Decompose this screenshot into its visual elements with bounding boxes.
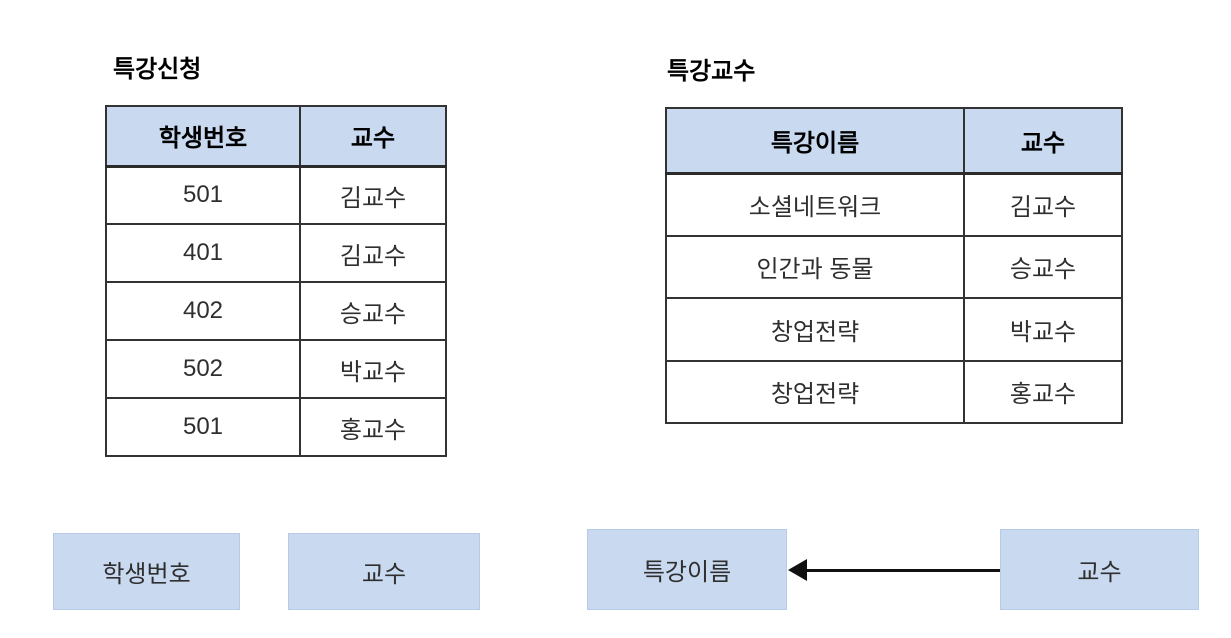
table-row: 창업전략 홍교수 xyxy=(665,359,1123,424)
arrow-shaft xyxy=(804,568,1000,572)
cell-lecture-name: 소셜네트워크 xyxy=(665,172,965,237)
attr-box-student-number: 학생번호 xyxy=(53,533,240,610)
right-table: 특강이름 교수 소셜네트워크 김교수 인간과 동물 승교수 창업전략 박교수 xyxy=(665,107,1123,424)
right-table-group: 특강교수 특강이름 교수 소셜네트워크 김교수 인간과 동물 승교수 xyxy=(665,57,1123,424)
cell-student-number: 502 xyxy=(105,339,301,399)
left-table-title: 특강신청 xyxy=(113,56,202,83)
cell-professor: 승교수 xyxy=(299,281,447,341)
right-table-header-row: 특강이름 교수 xyxy=(665,107,1123,175)
table-row: 501 홍교수 xyxy=(105,397,447,457)
cell-professor: 박교수 xyxy=(963,297,1123,362)
table-row: 502 박교수 xyxy=(105,339,447,399)
attr-box-lecture-name: 특강이름 xyxy=(587,529,787,610)
cell-professor: 홍교수 xyxy=(299,397,447,457)
right-col-header-professor: 교수 xyxy=(963,107,1123,175)
table-row: 402 승교수 xyxy=(105,281,447,341)
cell-student-number: 501 xyxy=(105,165,301,225)
dependency-arrow xyxy=(788,559,1000,581)
table-row: 창업전략 박교수 xyxy=(665,297,1123,362)
cell-lecture-name: 창업전략 xyxy=(665,297,965,362)
left-table-group: 특강신청 학생번호 교수 501 김교수 401 김교수 402 xyxy=(105,55,447,457)
cell-professor: 박교수 xyxy=(299,339,447,399)
cell-professor: 홍교수 xyxy=(963,359,1123,424)
table-row: 501 김교수 xyxy=(105,165,447,225)
table-row: 소셜네트워크 김교수 xyxy=(665,172,1123,237)
cell-professor: 김교수 xyxy=(963,172,1123,237)
cell-student-number: 501 xyxy=(105,397,301,457)
left-col-header-student-number: 학생번호 xyxy=(105,105,301,168)
cell-professor: 김교수 xyxy=(299,223,447,283)
cell-lecture-name: 창업전략 xyxy=(665,359,965,424)
cell-lecture-name: 인간과 동물 xyxy=(665,234,965,299)
left-col-header-professor: 교수 xyxy=(299,105,447,168)
table-row: 401 김교수 xyxy=(105,223,447,283)
right-col-header-lecture-name: 특강이름 xyxy=(665,107,965,175)
cell-professor: 승교수 xyxy=(963,234,1123,299)
cell-student-number: 401 xyxy=(105,223,301,283)
right-table-title: 특강교수 xyxy=(667,58,756,85)
cell-student-number: 402 xyxy=(105,281,301,341)
table-row: 인간과 동물 승교수 xyxy=(665,234,1123,299)
cell-professor: 김교수 xyxy=(299,165,447,225)
left-table-header-row: 학생번호 교수 xyxy=(105,105,447,168)
arrow-head-left-icon xyxy=(788,559,807,581)
attr-box-professor-right: 교수 xyxy=(1000,529,1199,610)
attr-box-professor-left: 교수 xyxy=(288,533,480,610)
left-table: 학생번호 교수 501 김교수 401 김교수 402 승교수 50 xyxy=(105,105,447,457)
